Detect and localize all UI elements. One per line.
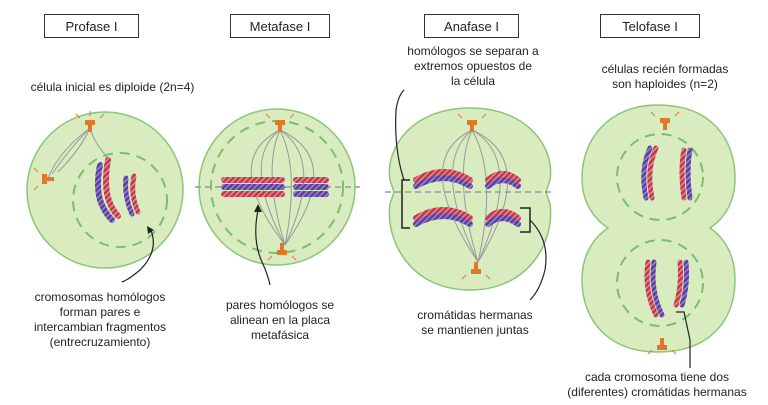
telophase-bottom-line-1: cada cromosoma tiene dos xyxy=(584,370,730,384)
centrosome-icon xyxy=(265,113,295,132)
anaphase-top-line-2: extremos opuestos de xyxy=(413,59,533,73)
telophase-top-line-1: células recién formadas xyxy=(601,62,729,76)
homologous-pair xyxy=(95,157,141,223)
prophase-bottom-line-3: intercambian fragmentos xyxy=(33,320,167,334)
anaphase-top-line-3: la célula xyxy=(450,74,496,88)
anaphase-cell xyxy=(385,89,555,301)
haploid-chromosomes-bottom xyxy=(644,259,689,318)
metaphase-bottom-line-1: pares homólogos se xyxy=(225,298,335,312)
centrosome-icon xyxy=(33,167,54,191)
centrosome-icon xyxy=(457,113,487,132)
separating-homologs xyxy=(413,169,521,227)
stage-title-prophase: Profase I xyxy=(44,14,139,38)
anaphase-bottom-line-2: se mantienen juntas xyxy=(421,323,529,337)
prophase-cell xyxy=(26,111,184,283)
prophase-bottom-line-1: cromosomas homólogos xyxy=(34,290,166,304)
haploid-chromosomes-top xyxy=(641,145,693,201)
telophase-bottom-label: cada cromosoma tiene dos (diferentes) cr… xyxy=(548,370,766,400)
prophase-bottom-line-4: (entrecruzamiento) xyxy=(49,335,151,349)
centrosome-icon xyxy=(650,111,680,130)
anaphase-bottom-line-1: cromátidas hermanas xyxy=(417,308,533,322)
metaphase-cell xyxy=(195,108,360,286)
metaphase-bottom-line-2: alinean en la placa xyxy=(229,313,331,327)
anaphase-top-line-1: homólogos se separan a xyxy=(407,44,539,58)
prophase-bottom-line-2: forman pares e xyxy=(59,305,141,319)
telophase-top-label: células recién formadas son haploides (n… xyxy=(570,62,760,92)
centrosome-icon xyxy=(75,111,105,132)
centrosome-icon xyxy=(267,243,297,261)
stage-title-metaphase: Metafase I xyxy=(230,14,330,38)
telophase-bottom-line-2: (diferentes) cromátidas hermanas xyxy=(567,385,747,399)
stage-title-telophase: Telofase I xyxy=(600,14,700,38)
telophase-top-line-2: son haploides (n=2) xyxy=(612,77,718,91)
homologous-pair xyxy=(221,177,329,197)
anaphase-top-label: homólogos se separan a extremos opuestos… xyxy=(378,44,568,89)
centrosome-icon xyxy=(647,338,677,355)
metaphase-bottom-label: pares homólogos se alinean en la placa m… xyxy=(205,298,355,343)
stage-title-anaphase: Anafase I xyxy=(424,14,519,38)
centrosome-icon xyxy=(461,262,491,280)
prophase-top-label: célula inicial es diploide (2n=4) xyxy=(30,80,195,94)
anaphase-bottom-label: cromátidas hermanas se mantienen juntas xyxy=(395,308,555,338)
telophase-cells xyxy=(581,104,736,368)
prophase-bottom-label: cromosomas homólogos forman pares e inte… xyxy=(5,290,195,350)
metaphase-bottom-line-3: metafásica xyxy=(250,328,310,342)
